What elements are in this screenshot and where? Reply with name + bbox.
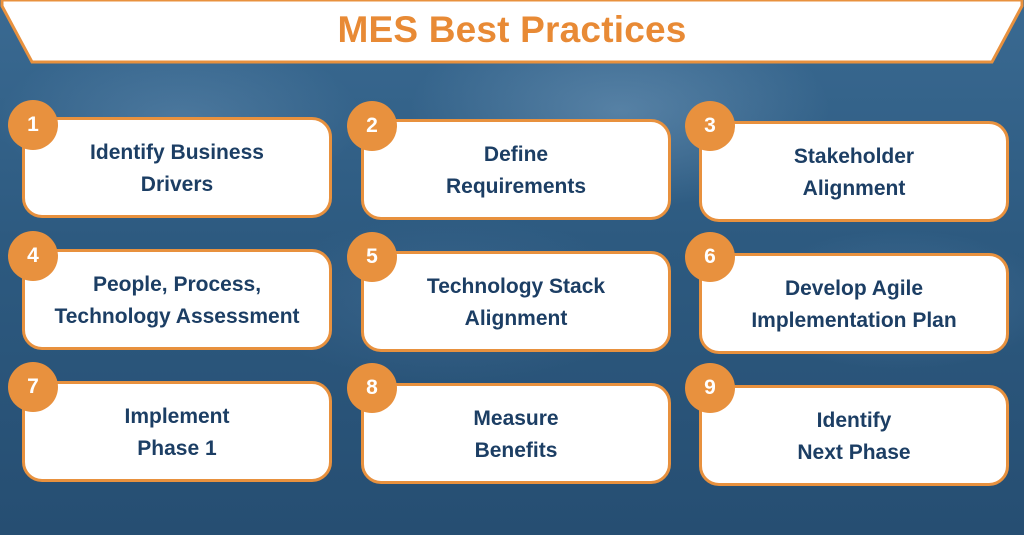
step-9-line-2: Next Phase	[797, 440, 911, 464]
step-badge-9: 9	[685, 363, 735, 413]
step-8-line-2: Benefits	[474, 438, 558, 462]
step-6-line-1: Develop Agile	[784, 276, 924, 300]
page-title: MES Best Practices	[337, 9, 687, 50]
step-7-line-2: Phase 1	[137, 436, 217, 460]
step-2-line-2: Requirements	[445, 174, 587, 198]
step-badge-4: 4	[8, 231, 58, 281]
step-1-line-1: Identify Business	[90, 140, 264, 164]
step-3-line-1: Stakeholder	[793, 144, 915, 168]
title-banner	[0, 0, 1024, 66]
step-badge-7: 7	[8, 362, 58, 412]
step-badge-1: 1	[8, 100, 58, 150]
step-badge-6: 6	[685, 232, 735, 282]
step-3-line-2: Alignment	[802, 176, 906, 200]
step-5-line-1: Technology Stack	[426, 274, 606, 298]
step-8-line-1: Measure	[473, 406, 559, 430]
step-9-line-1: Identify	[816, 408, 892, 432]
step-badge-3: 3	[685, 101, 735, 151]
step-2-line-1: Define	[483, 142, 549, 166]
step-4-line-1: People, Process,	[92, 272, 262, 296]
step-badge-5: 5	[347, 232, 397, 282]
step-badge-2: 2	[347, 101, 397, 151]
step-4-line-2: Technology Assessment	[54, 304, 300, 328]
step-badge-8: 8	[347, 363, 397, 413]
step-6-line-2: Implementation Plan	[751, 308, 957, 332]
step-1-line-2: Drivers	[140, 172, 214, 196]
step-7-line-1: Implement	[124, 404, 230, 428]
step-card-4: People, Process, Technology Assessment	[22, 249, 332, 350]
step-5-line-2: Alignment	[464, 306, 568, 330]
